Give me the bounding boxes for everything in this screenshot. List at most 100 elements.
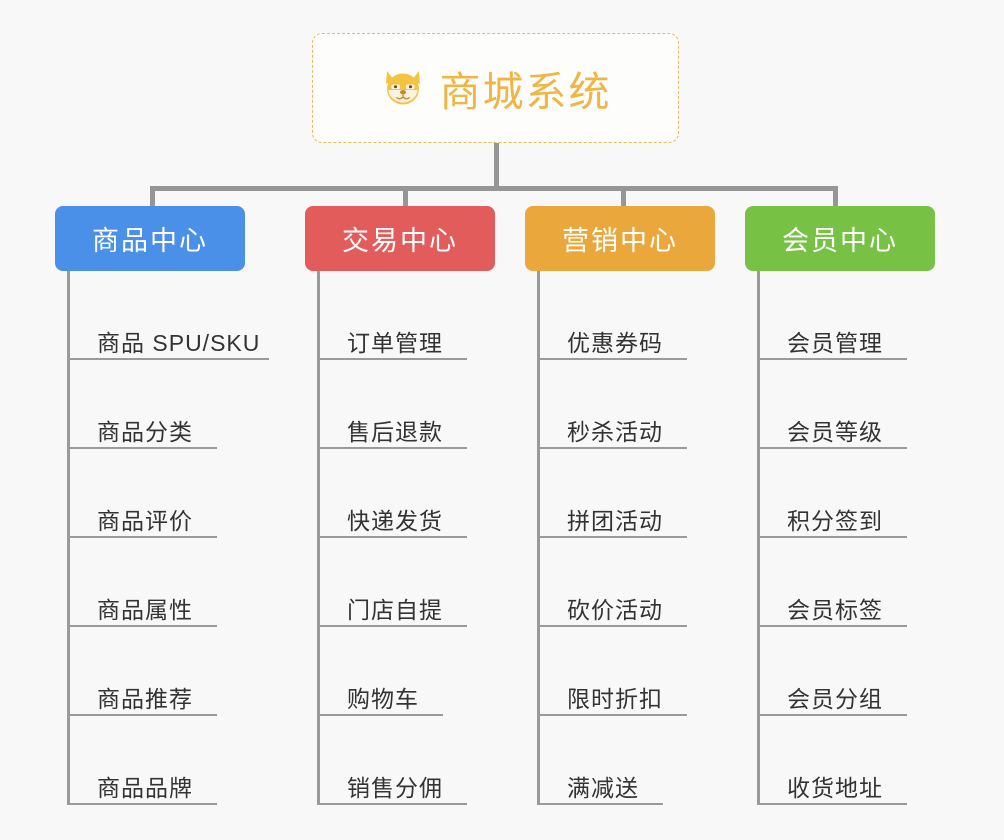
column-spine: [317, 271, 320, 805]
leaf-item-underline: [757, 358, 907, 360]
category-column-2: 交易中心订单管理售后退款快递发货门店自提购物车销售分佣: [305, 206, 495, 805]
leaf-item-underline: [757, 536, 907, 538]
connector-drop-1: [150, 186, 155, 211]
leaf-item-underline: [67, 536, 217, 538]
leaf-item-label: 商品品牌: [97, 774, 193, 801]
leaf-item-label: 商品推荐: [97, 685, 193, 712]
root-title: 商城系统: [439, 69, 612, 115]
leaf-item-label: 会员标签: [787, 596, 883, 623]
leaf-item-underline: [537, 714, 687, 716]
leaf-item[interactable]: 商品 SPU/SKU: [67, 271, 269, 360]
leaf-item-label: 商品评价: [97, 507, 193, 534]
leaf-item[interactable]: 商品属性: [67, 538, 260, 627]
leaf-item-underline: [67, 714, 217, 716]
leaf-item-underline: [317, 447, 467, 449]
leaf-item[interactable]: 商品推荐: [67, 627, 260, 716]
leaf-item-label: 优惠券码: [567, 329, 663, 356]
leaf-item-label: 会员管理: [787, 329, 883, 356]
category-header-3[interactable]: 营销中心: [525, 206, 715, 271]
category-column-1: 商品中心商品 SPU/SKU 商品分类商品评价商品属性商品推荐商品品牌: [55, 206, 269, 805]
leaf-item-label: 商品属性: [97, 596, 193, 623]
leaf-item-underline: [67, 447, 217, 449]
category-items-4: 会员管理会员等级积分签到会员标签会员分组收货地址: [757, 271, 935, 805]
leaf-item-label: 限时折扣: [567, 685, 663, 712]
leaf-item-label: 收货地址: [787, 774, 883, 801]
leaf-item[interactable]: 优惠券码: [537, 271, 715, 360]
category-header-label: 会员中心: [782, 226, 898, 256]
category-header-1[interactable]: 商品中心: [55, 206, 245, 271]
leaf-item[interactable]: 秒杀活动: [537, 360, 715, 449]
category-header-label: 交易中心: [342, 226, 458, 256]
leaf-item-label: 售后退款: [347, 418, 443, 445]
leaf-item-underline: [757, 447, 907, 449]
leaf-item-label: 订单管理: [347, 329, 443, 356]
category-header-label: 营销中心: [562, 226, 678, 256]
leaf-item-label: 秒杀活动: [567, 418, 663, 445]
leaf-item[interactable]: 销售分佣: [317, 716, 495, 805]
connector-root-stem: [494, 143, 499, 188]
category-items-2: 订单管理售后退款快递发货门店自提购物车销售分佣: [317, 271, 495, 805]
connector-drop-3: [621, 186, 626, 211]
category-header-4[interactable]: 会员中心: [745, 206, 935, 271]
leaf-item[interactable]: 限时折扣: [537, 627, 715, 716]
leaf-item-underline: [757, 714, 907, 716]
leaf-item-underline: [317, 536, 467, 538]
leaf-item[interactable]: 砍价活动: [537, 538, 715, 627]
leaf-item-label: 商品 SPU/SKU: [97, 329, 261, 356]
leaf-item[interactable]: 商品评价: [67, 449, 260, 538]
leaf-item-underline: [317, 803, 467, 805]
shiba-dog-emoji: [380, 65, 426, 111]
root-node[interactable]: 商城系统: [312, 33, 679, 143]
category-items-1: 商品 SPU/SKU 商品分类商品评价商品属性商品推荐商品品牌: [67, 271, 269, 805]
leaf-item-label: 销售分佣: [347, 774, 443, 801]
leaf-item[interactable]: 会员标签: [757, 538, 935, 627]
leaf-item[interactable]: 满减送: [537, 716, 715, 805]
leaf-item-underline: [317, 358, 467, 360]
leaf-item-label: 购物车: [347, 685, 419, 712]
leaf-item-underline: [537, 358, 687, 360]
category-header-2[interactable]: 交易中心: [305, 206, 495, 271]
category-column-4: 会员中心会员管理会员等级积分签到会员标签会员分组收货地址: [745, 206, 935, 805]
category-header-label: 商品中心: [92, 226, 208, 256]
leaf-item[interactable]: 积分签到: [757, 449, 935, 538]
connector-drop-2: [403, 186, 408, 211]
leaf-item-label: 满减送: [567, 774, 639, 801]
leaf-item-label: 会员等级: [787, 418, 883, 445]
leaf-item[interactable]: 门店自提: [317, 538, 495, 627]
column-spine: [757, 271, 760, 805]
leaf-item-label: 会员分组: [787, 685, 883, 712]
leaf-item[interactable]: 商品品牌: [67, 716, 260, 805]
leaf-item-underline: [67, 625, 217, 627]
leaf-item-underline: [757, 803, 907, 805]
leaf-item[interactable]: 会员分组: [757, 627, 935, 716]
connector-drop-4: [833, 186, 838, 211]
leaf-item-label: 商品分类: [97, 418, 193, 445]
leaf-item[interactable]: 快递发货: [317, 449, 495, 538]
leaf-item-underline: [757, 625, 907, 627]
leaf-item-label: 门店自提: [347, 596, 443, 623]
leaf-item-underline: [537, 625, 687, 627]
leaf-item[interactable]: 会员等级: [757, 360, 935, 449]
leaf-item-label: 砍价活动: [567, 596, 663, 623]
leaf-item[interactable]: 拼团活动: [537, 449, 715, 538]
leaf-item-underline: [67, 358, 269, 360]
leaf-item[interactable]: 购物车: [317, 627, 495, 716]
leaf-item-label: 积分签到: [787, 507, 883, 534]
leaf-item[interactable]: 售后退款: [317, 360, 495, 449]
category-items-3: 优惠券码秒杀活动拼团活动砍价活动限时折扣满减送: [537, 271, 715, 805]
leaf-item-underline: [537, 447, 687, 449]
leaf-item-underline: [67, 803, 217, 805]
leaf-item-label: 拼团活动: [567, 507, 663, 534]
leaf-item-underline: [537, 803, 663, 805]
leaf-item[interactable]: 订单管理: [317, 271, 495, 360]
leaf-item[interactable]: 收货地址: [757, 716, 935, 805]
leaf-item[interactable]: 会员管理: [757, 271, 935, 360]
leaf-item-label: 快递发货: [347, 507, 443, 534]
connector-horizontal-bus: [150, 186, 838, 191]
leaf-item-underline: [317, 625, 467, 627]
category-column-3: 营销中心优惠券码秒杀活动拼团活动砍价活动限时折扣满减送: [525, 206, 715, 805]
column-spine: [67, 271, 70, 805]
leaf-item-underline: [537, 536, 687, 538]
leaf-item[interactable]: 商品分类: [67, 360, 260, 449]
